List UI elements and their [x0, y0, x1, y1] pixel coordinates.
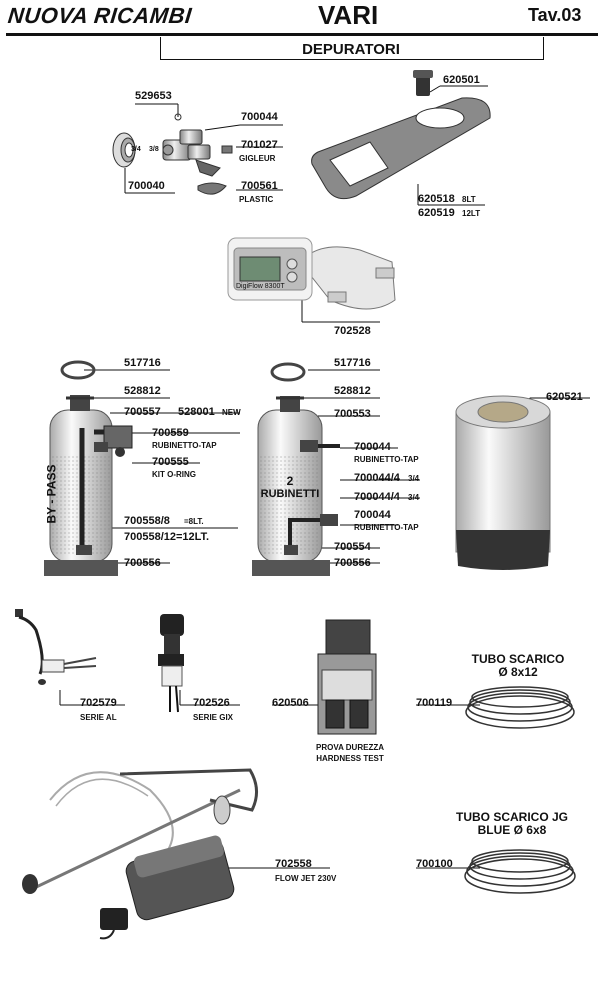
part-700558-8: 700558/8	[124, 515, 170, 527]
rubinetto-tap-label-2: RUBINETTO-TAP	[354, 455, 419, 464]
part-701027: 701027	[241, 139, 278, 151]
tubo-scarico-coil	[465, 686, 575, 729]
left-part-517716: 517716	[124, 357, 161, 369]
part-620519: 620519	[418, 207, 455, 219]
kit-oring-label: KIT O-RING	[152, 470, 196, 479]
part-702528: 702528	[334, 325, 371, 337]
section-title: DEPURATORI	[302, 41, 400, 58]
right-part-700044-a: 700044	[354, 441, 391, 453]
ratio-34: 3/4	[131, 146, 141, 153]
part-528001: 528001	[178, 406, 215, 418]
part-700558-8-note: =8LT.	[184, 517, 204, 526]
part-620506: 620506	[272, 697, 309, 709]
two-label: 2	[286, 474, 294, 488]
part-528001-note: NEW	[222, 408, 241, 417]
left-part-700556: 700556	[124, 557, 161, 569]
serie-gix-label: SERIE GIX	[193, 713, 234, 722]
right-part-517716: 517716	[334, 357, 371, 369]
rubinetto-tap-label-1: RUBINETTO-TAP	[152, 441, 217, 450]
tubo-jg-label: TUBO SCARICO JG	[455, 810, 568, 824]
tubo-scarico-size: Ø 8x12	[498, 665, 538, 679]
section-box	[160, 37, 544, 60]
part-700559: 700559	[152, 427, 189, 439]
part-700044-4-b: 700044/4	[354, 491, 400, 503]
part-700044-4-b-note: 3/4	[408, 493, 420, 502]
part-702558: 702558	[275, 858, 312, 870]
valve-assembly	[112, 113, 233, 195]
part-700558-12: 700558/12=12LT.	[124, 531, 210, 543]
rubinetti-label: RUBINETTI	[260, 488, 320, 500]
tubo-jg-size: BLUE Ø 6x8	[477, 823, 547, 837]
part-700044-4-a-note: 3/4	[408, 474, 420, 483]
hardness-test-label: HARDNESS TEST	[316, 754, 384, 763]
serie-al-label: SERIE AL	[80, 713, 117, 722]
right-part-700556: 700556	[334, 557, 371, 569]
right-part-700554: 700554	[334, 541, 371, 553]
right-part-700044-b: 700044	[354, 509, 391, 521]
bypass-filter	[44, 360, 133, 576]
flow-jet-label: FLOW JET 230V	[275, 874, 337, 883]
part-700044-4-a: 700044/4	[354, 472, 400, 484]
part-702579: 702579	[80, 697, 117, 709]
prova-durezza-label: PROVA DUREZZA	[316, 743, 384, 752]
tubo-scarico-label: TUBO SCARICO	[471, 652, 565, 666]
part-620501: 620501	[443, 74, 480, 86]
cartridge	[455, 395, 551, 570]
flow-jet-pump	[22, 768, 258, 940]
part-700561: 700561	[241, 180, 278, 192]
right-part-700553: 700553	[334, 408, 371, 420]
part-620519-note: 12LT	[462, 209, 481, 218]
part-529653: 529653	[135, 90, 172, 102]
digiflow-meter	[227, 237, 396, 310]
part-620518: 620518	[418, 193, 455, 205]
part-700044: 700044	[241, 111, 278, 123]
part-700040: 700040	[128, 180, 165, 192]
rubinetto-tap-label-3: RUBINETTO-TAP	[354, 523, 419, 532]
two-tap-filter	[252, 362, 340, 576]
hardness-test-kit	[317, 619, 377, 735]
ratio-38: 3/8	[149, 146, 159, 153]
sensor-serie-al	[15, 609, 97, 685]
part-701027-note: GIGLEUR	[239, 154, 276, 163]
filter-plate	[311, 70, 491, 200]
bypass-label: BY - PASS	[44, 464, 59, 524]
part-702526: 702526	[193, 697, 230, 709]
sensor-serie-gix	[158, 614, 184, 713]
left-part-528812: 528812	[124, 385, 161, 397]
part-700561-note: PLASTIC	[239, 195, 274, 204]
part-700555: 700555	[152, 456, 189, 468]
right-part-528812: 528812	[334, 385, 371, 397]
part-700100: 700100	[416, 858, 453, 870]
part-620521: 620521	[546, 391, 583, 403]
table-number: Tav.03	[528, 5, 582, 25]
left-part-700557: 700557	[124, 406, 161, 418]
digiflow-display-text: DigiFlow 8300T	[236, 283, 285, 290]
part-700119: 700119	[416, 697, 453, 709]
header-rule	[6, 33, 598, 36]
tubo-jg-coil	[464, 849, 576, 894]
page-title: VARI	[318, 0, 379, 30]
part-620518-note: 8LT	[462, 195, 476, 204]
